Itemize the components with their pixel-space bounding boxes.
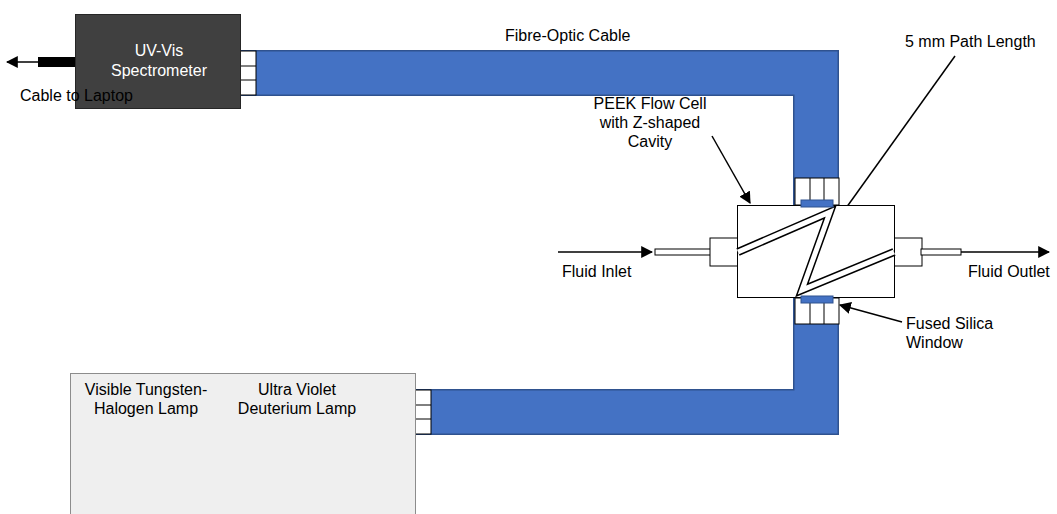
connector [415, 390, 431, 434]
fibre-optic-cable [416, 298, 816, 412]
inlet-tube [655, 249, 711, 255]
callout-label: 5 mm Path Length [905, 32, 1055, 51]
outlet-fitting [894, 238, 922, 266]
inlet-arrow [558, 251, 652, 253]
callout-label: Fused Silica Window [906, 314, 1016, 352]
fibre-optic-cable [241, 73, 816, 205]
node-text: Visible Tungsten-Halogen Lamp [75, 380, 217, 418]
connector [795, 178, 839, 205]
laptop-cable [38, 57, 76, 67]
callout-label: Fluid Outlet [968, 262, 1057, 281]
outlet-arrow [961, 251, 1049, 253]
node-text: Ultra Violet Deuterium Lamp [231, 380, 363, 418]
leader-line [712, 136, 750, 203]
lamp-housing: Visible Tungsten-Halogen Lamp Ultra Viole… [70, 373, 416, 514]
inlet-fitting [710, 238, 738, 266]
callout-label: Cable to Laptop [20, 86, 180, 105]
connector [795, 298, 839, 324]
callout-label: Fluid Inlet [562, 262, 662, 281]
connector [240, 51, 256, 95]
node-text: PEEK Flow Cell with Z-shaped Cavity [590, 94, 710, 152]
callout-label: Fibre-Optic Cable [505, 26, 675, 45]
leader-line [840, 305, 902, 322]
outlet-tube [921, 249, 961, 255]
flow-cell: PEEK Flow Cell with Z-shaped Cavity [737, 205, 895, 298]
node-text: UV-Vis Spectrometer [104, 41, 214, 79]
